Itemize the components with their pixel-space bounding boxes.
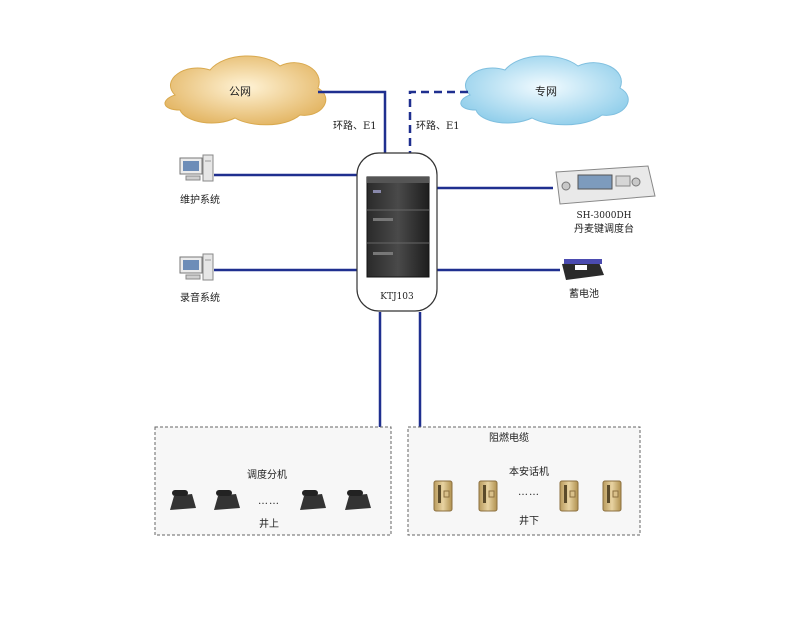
dispatch-phone-icon: [214, 490, 240, 510]
surface-area-label: 井上: [259, 519, 279, 530]
cable-label: 阻燃电缆: [489, 433, 529, 444]
underground-ellipsis: ……: [518, 487, 540, 498]
dispatch-phones-label: 调度分机: [247, 470, 287, 481]
public-network-cloud: [164, 55, 327, 126]
dispatch-phone-icon: [300, 490, 326, 510]
recording-computer-icon: [179, 253, 214, 281]
maintenance-system-label: 维护系统: [180, 195, 220, 206]
public-link-label: 环路、E1: [333, 121, 377, 132]
maintenance-computer-icon: [179, 154, 214, 182]
public-network-label: 公网: [229, 85, 251, 98]
dispatch-phone-icon: [345, 490, 371, 510]
underground-area-label: 井下: [519, 516, 539, 527]
surface-group-box: [154, 426, 392, 536]
surface-ellipsis: ……: [258, 496, 280, 507]
private-network-cloud: [460, 55, 629, 126]
private-link-label: 环路、E1: [416, 121, 460, 132]
dispatch-phone-icon: [170, 490, 196, 510]
safe-phones-label: 本安话机: [509, 467, 549, 478]
battery-label: 蓄电池: [569, 289, 599, 300]
console-model-label: SH-3000DH: [576, 211, 632, 221]
console-name-label: 丹麦键调度台: [574, 224, 634, 235]
intrinsic-safe-phone-icon: [478, 480, 498, 512]
public-link-line: [318, 90, 387, 155]
intrinsic-safe-phone-icon: [559, 480, 579, 512]
private-link-line: [408, 90, 468, 155]
recording-system-label: 录音系统: [180, 293, 220, 304]
intrinsic-safe-phone-icon: [602, 480, 622, 512]
switch-label: KTJ103: [380, 292, 414, 302]
battery-icon: [562, 259, 604, 280]
dispatch-console-icon: [555, 165, 656, 205]
intrinsic-safe-phone-icon: [433, 480, 453, 512]
switch-cabinet-icon: [366, 176, 430, 278]
private-network-label: 专网: [535, 85, 557, 98]
